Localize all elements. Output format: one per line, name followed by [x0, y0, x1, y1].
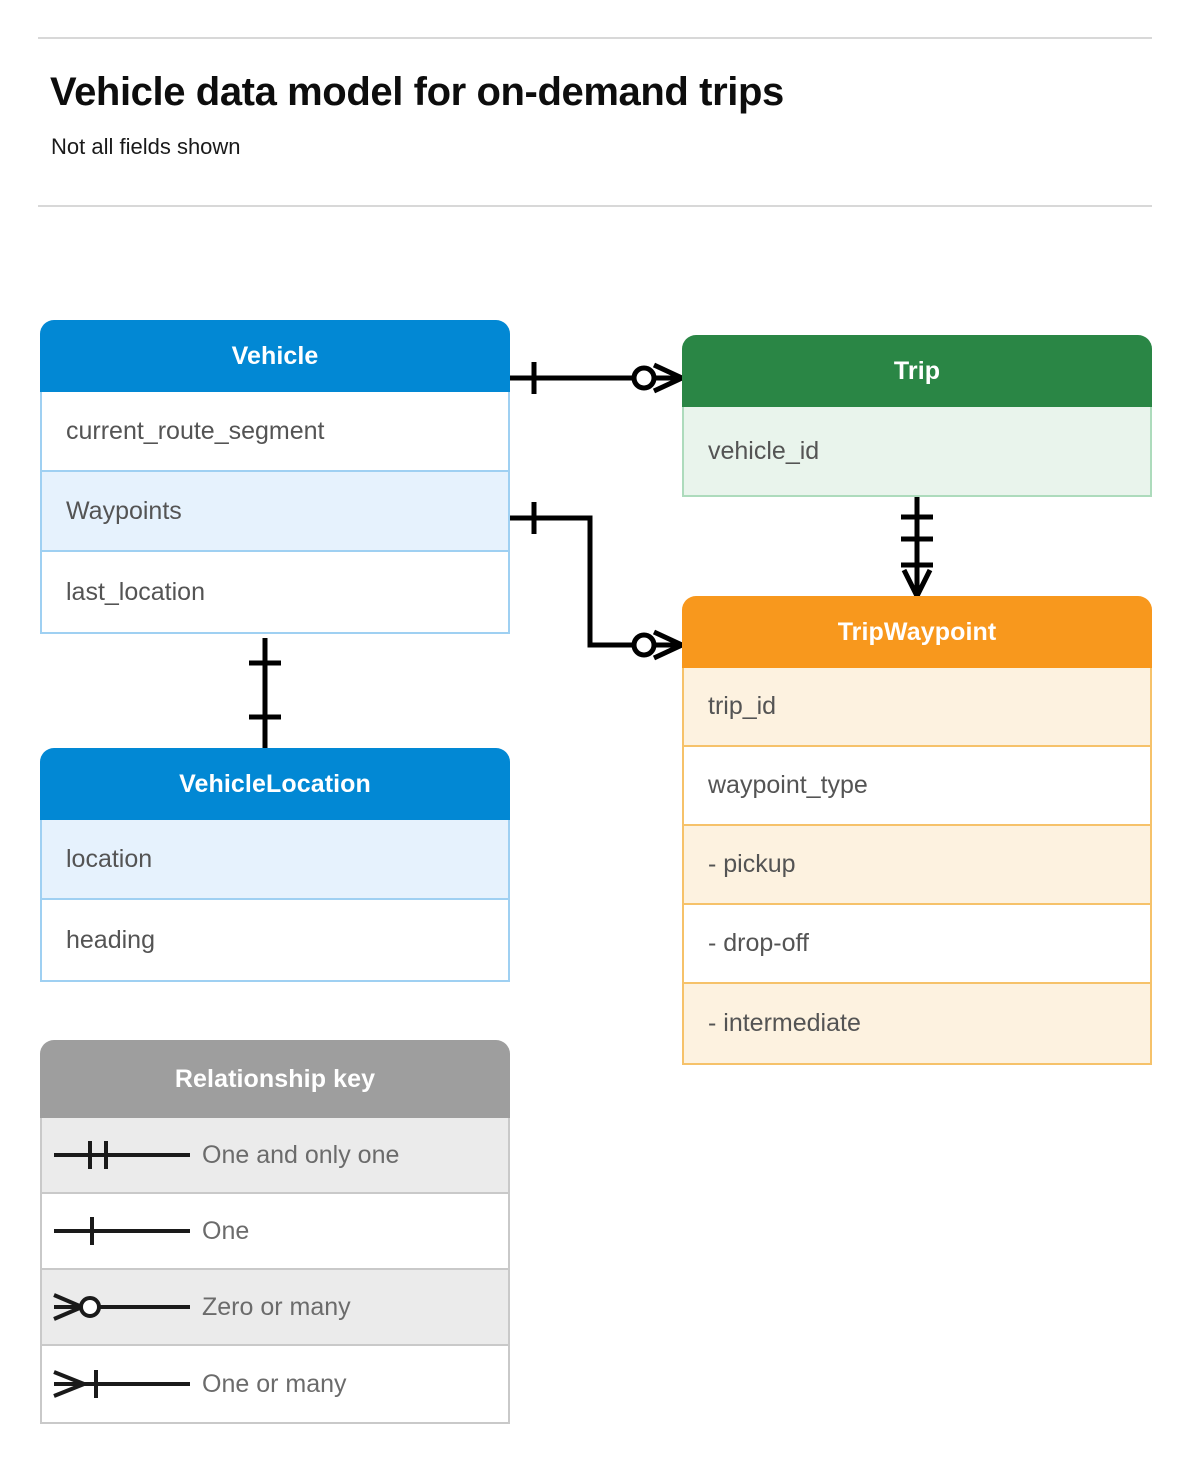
field-current-route-segment[interactable]: current_route_segment — [42, 392, 508, 472]
legend-label-one: One — [202, 1216, 250, 1245]
one-icon — [42, 1211, 202, 1251]
legend-label-one-or-many: One or many — [202, 1369, 347, 1398]
relationship-key-legend: Relationship key One and only one — [40, 1040, 510, 1424]
field-location[interactable]: location — [42, 820, 508, 900]
field-waypoint-type-intermediate[interactable]: - intermediate — [684, 984, 1150, 1063]
entity-tripwaypoint[interactable]: TripWaypoint trip_id waypoint_type - pic… — [682, 596, 1152, 1065]
connector-waypoints-tripwaypoint — [510, 502, 684, 661]
entity-vehicle[interactable]: Vehicle current_route_segment Waypoints … — [40, 320, 510, 634]
entity-trip-fields: vehicle_id — [682, 407, 1152, 497]
connector-vehicle-vehiclelocation — [249, 638, 281, 748]
field-waypoint-type-pickup[interactable]: - pickup — [684, 826, 1150, 905]
legend-row-zero-or-many: Zero or many — [42, 1270, 508, 1346]
entity-trip-title: Trip — [682, 335, 1152, 407]
legend-label-zero-or-many: Zero or many — [202, 1292, 351, 1321]
legend-row-one-and-only-one: One and only one — [42, 1118, 508, 1194]
legend-title: Relationship key — [40, 1040, 510, 1118]
field-trip-id[interactable]: trip_id — [684, 668, 1150, 747]
connector-vehicle-trip — [510, 362, 684, 394]
header-divider-top — [38, 37, 1152, 39]
one-and-only-one-icon — [42, 1135, 202, 1175]
one-or-many-icon — [42, 1364, 202, 1404]
field-waypoint-type[interactable]: waypoint_type — [684, 747, 1150, 826]
field-last-location[interactable]: last_location — [42, 552, 508, 632]
field-vehicle-id[interactable]: vehicle_id — [684, 407, 1150, 495]
entity-vehicle-title: Vehicle — [40, 320, 510, 392]
field-heading[interactable]: heading — [42, 900, 508, 980]
legend-rows: One and only one One — [40, 1118, 510, 1424]
entity-vehiclelocation-title: VehicleLocation — [40, 748, 510, 820]
legend-row-one: One — [42, 1194, 508, 1270]
legend-row-one-or-many: One or many — [42, 1346, 508, 1422]
entity-vehicle-fields: current_route_segment Waypoints last_loc… — [40, 392, 510, 634]
entity-tripwaypoint-fields: trip_id waypoint_type - pickup - drop-of… — [682, 668, 1152, 1065]
page-title: Vehicle data model for on-demand trips — [50, 70, 784, 114]
zero-or-many-icon — [42, 1287, 202, 1327]
legend-label-one-and-only-one: One and only one — [202, 1140, 400, 1169]
entity-tripwaypoint-title: TripWaypoint — [682, 596, 1152, 668]
page-subtitle: Not all fields shown — [51, 134, 241, 159]
header-divider-bottom — [38, 205, 1152, 207]
entity-trip[interactable]: Trip vehicle_id — [682, 335, 1152, 497]
field-waypoint-type-dropoff[interactable]: - drop-off — [684, 905, 1150, 984]
connector-trip-tripwaypoint — [901, 495, 933, 598]
entity-vehiclelocation[interactable]: VehicleLocation location heading — [40, 748, 510, 982]
entity-vehiclelocation-fields: location heading — [40, 820, 510, 982]
field-waypoints[interactable]: Waypoints — [42, 472, 508, 552]
